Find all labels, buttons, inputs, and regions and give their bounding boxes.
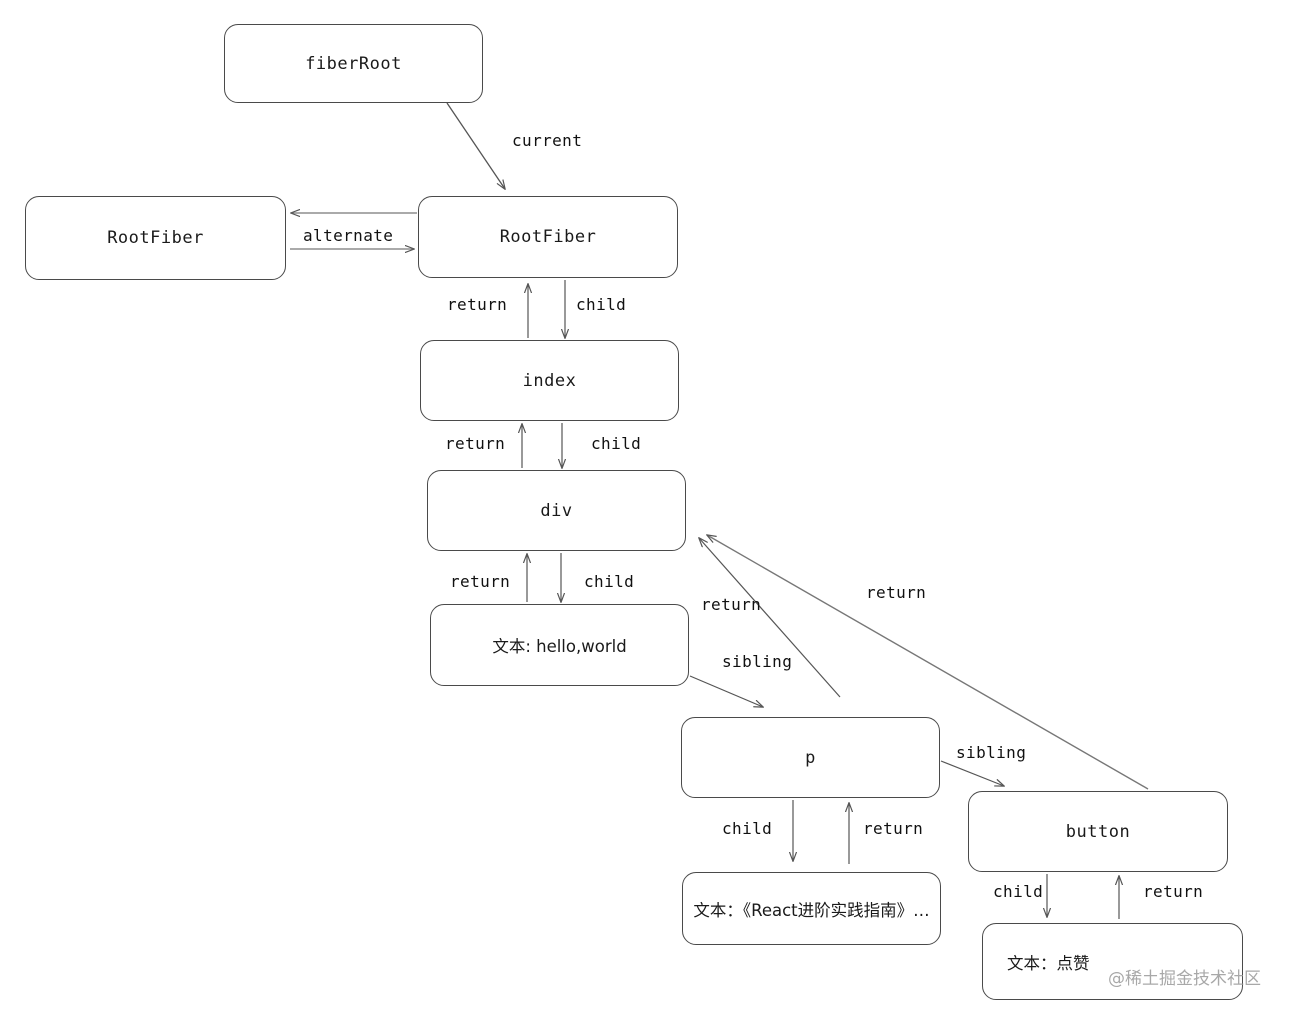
edge-label-alternate: alternate <box>303 226 394 245</box>
node-label: index <box>522 370 577 391</box>
node-label: RootFiber <box>499 227 597 247</box>
node-label: 文本：《React进阶实践指南》… <box>693 900 930 920</box>
edge-label-child-p: child <box>722 819 773 838</box>
edge-label-return-div: return <box>450 572 511 591</box>
edge-sibling-text <box>689 675 763 707</box>
node-fiber-root[interactable]: fiberRoot <box>224 24 483 103</box>
edge-label-sibling-text: sibling <box>722 652 793 671</box>
edge-label-return-p: return <box>701 595 762 614</box>
node-root-fiber[interactable]: RootFiber <box>418 196 678 278</box>
node-label: fiberRoot <box>305 53 402 74</box>
node-p[interactable]: p <box>681 717 940 798</box>
edge-label-return-like: return <box>1143 882 1204 901</box>
edge-label-return-index: return <box>445 434 506 453</box>
edge-label-return-react: return <box>863 819 924 838</box>
edge-label-sibling-p: sibling <box>956 743 1027 762</box>
edge-label-child-index: child <box>591 434 642 453</box>
node-text-hello-world[interactable]: 文本: hello,world <box>430 604 689 686</box>
edge-return-p <box>699 538 841 698</box>
node-label: div <box>540 500 573 521</box>
edge-label-return-button: return <box>866 583 927 602</box>
edge-current <box>446 102 505 189</box>
node-root-fiber-alternate[interactable]: RootFiber <box>25 196 286 280</box>
edge-label-current: current <box>512 131 583 150</box>
node-label: 文本：点赞 <box>1007 953 1090 973</box>
edge-label-child-div: child <box>584 572 635 591</box>
node-label: 文本: hello,world <box>492 637 627 656</box>
node-text-like[interactable]: 文本：点赞 <box>982 923 1243 1000</box>
node-label: button <box>1065 821 1131 842</box>
node-text-react-guide[interactable]: 文本：《React进阶实践指南》… <box>682 872 941 945</box>
node-index[interactable]: index <box>420 340 679 421</box>
edge-sibling-p <box>940 760 1004 786</box>
node-div[interactable]: div <box>427 470 686 551</box>
node-label: RootFiber <box>107 228 204 248</box>
edge-label-return-root: return <box>447 295 508 314</box>
node-button[interactable]: button <box>968 791 1228 872</box>
edge-label-child-button: child <box>993 882 1044 901</box>
node-label: p <box>805 747 816 768</box>
watermark: @稀土掘金技术社区 <box>1108 969 1261 989</box>
edge-label-child-root: child <box>576 295 627 314</box>
